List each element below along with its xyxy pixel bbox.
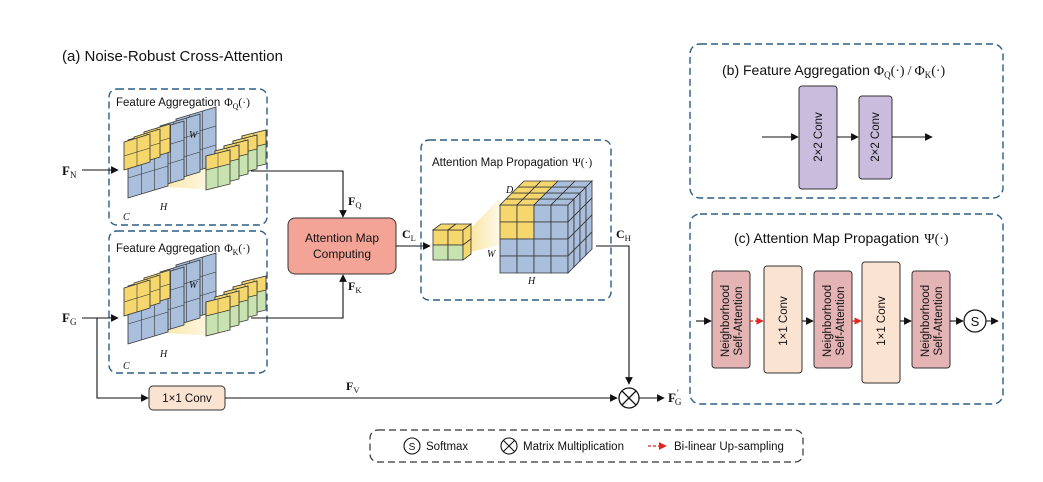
dim-h-label: H <box>159 349 168 360</box>
attention-box-line1: Attention Map <box>305 231 379 245</box>
conv-1x1-label: 1×1 Conv <box>162 393 212 405</box>
dim-h-label: H <box>527 276 536 287</box>
panel-c-chain: NeighborhoodSelf-Attention 1×1 Conv Neighb… <box>696 261 999 384</box>
conv-2x2-label-2: 2×2 Conv <box>870 112 882 162</box>
small-attention-cube-side-cell <box>462 238 472 261</box>
arrow-fq <box>251 170 347 218</box>
panel-c-block-4 <box>861 261 901 384</box>
input-fg-label: FG <box>62 310 77 327</box>
attention-cube-illustration <box>431 180 593 274</box>
attention-box-line2: Computing <box>313 247 371 261</box>
arrow-fk <box>251 274 347 319</box>
dim-w-label: W <box>189 280 199 291</box>
legend-matmul: Matrix Multiplication <box>523 441 624 453</box>
svg-text:S: S <box>409 442 416 453</box>
dim-d-label: D <box>505 185 514 196</box>
dim-w-label: W <box>487 249 497 260</box>
large-attention-cube-cell <box>499 221 518 240</box>
fq-label: FQ <box>348 194 361 210</box>
large-attention-cube-cell <box>550 255 569 274</box>
softmax-node-label: S <box>971 314 980 329</box>
large-attention-cube-cell <box>533 255 552 274</box>
feature-tensor-illustration-q <box>123 106 267 199</box>
legend-box <box>369 429 804 463</box>
large-attention-cube-side-cell <box>585 231 593 256</box>
dim-c-label: C <box>123 361 130 372</box>
feature-tensor-illustration-k <box>123 252 267 345</box>
panel-b-box <box>689 43 1004 199</box>
slab-grid <box>127 311 169 325</box>
large-attention-cube-cell <box>533 238 552 257</box>
panel-c-block-1 <box>711 270 751 369</box>
feature-aggregation-k-box <box>108 230 268 374</box>
small-attention-cube-cell <box>447 229 464 246</box>
cl-label: CL <box>402 227 416 243</box>
input-fn-label: FN <box>62 163 77 180</box>
panel-c-box <box>689 213 1004 405</box>
large-attention-cube-cell <box>499 204 518 223</box>
slab-grid <box>127 165 169 179</box>
highlight-grid <box>123 293 151 303</box>
small-attention-cube-cell <box>447 244 464 261</box>
conv-2x2-label-1: 2×2 Conv <box>813 112 825 162</box>
panel-c-block-5 <box>911 270 951 369</box>
fk-label: FK <box>348 279 362 295</box>
panel-c-block-label-5: NeighborhoodSelf-Attention <box>920 285 945 357</box>
panel-c-block-label-2: 1×1 Conv <box>778 296 790 346</box>
large-attention-cube-cell <box>533 221 552 240</box>
legend-upsample: Bi-linear Up-sampling <box>674 441 784 453</box>
large-attention-cube-cell <box>516 204 535 223</box>
large-attention-cube-cell <box>516 238 535 257</box>
large-attention-cube-cell <box>516 221 535 240</box>
small-attention-cube-cell <box>432 244 449 261</box>
highlight-grid <box>123 147 151 157</box>
panel-c-block-2 <box>763 265 803 374</box>
output-fg-prime-label: F′G <box>668 388 682 407</box>
panel-a-title: (a) Noise-Robust Cross-Attention <box>62 48 283 65</box>
legend-softmax: Softmax <box>426 441 468 453</box>
fv-label: FV <box>346 379 360 395</box>
softmax-legend-icon: S <box>403 437 421 455</box>
matrix-multiplication-node <box>618 387 640 409</box>
panel-c-block-label-1: NeighborhoodSelf-Attention <box>720 285 745 357</box>
large-attention-cube-cell <box>550 238 569 257</box>
large-attention-cube-cell <box>550 221 569 240</box>
dim-w-label: W <box>189 130 199 141</box>
attention-map-computing-box <box>287 217 397 275</box>
large-attention-cube-cell <box>550 204 569 223</box>
matmul-legend-icon <box>500 437 518 455</box>
feature-aggregation-q-box <box>108 88 268 226</box>
ch-label: CH <box>616 227 631 243</box>
arrow-fg-to-conv <box>96 318 149 402</box>
large-attention-cube-cell <box>516 255 535 274</box>
small-attention-cube-cell <box>432 229 449 246</box>
dim-c-label: C <box>123 212 130 223</box>
arrow-ch <box>596 245 633 385</box>
large-attention-cube-cell <box>499 238 518 257</box>
propagation-beam <box>466 198 500 253</box>
dim-h-label: H <box>159 202 168 213</box>
attention-map-propagation-box <box>420 139 612 301</box>
panel-c-block-label-4: 1×1 Conv <box>876 296 888 346</box>
large-attention-cube-cell <box>499 255 518 274</box>
large-attention-cube-cell <box>533 204 552 223</box>
panel-c-block-label-3: NeighborhoodSelf-Attention <box>822 285 847 357</box>
panel-c-block-3 <box>813 270 853 369</box>
